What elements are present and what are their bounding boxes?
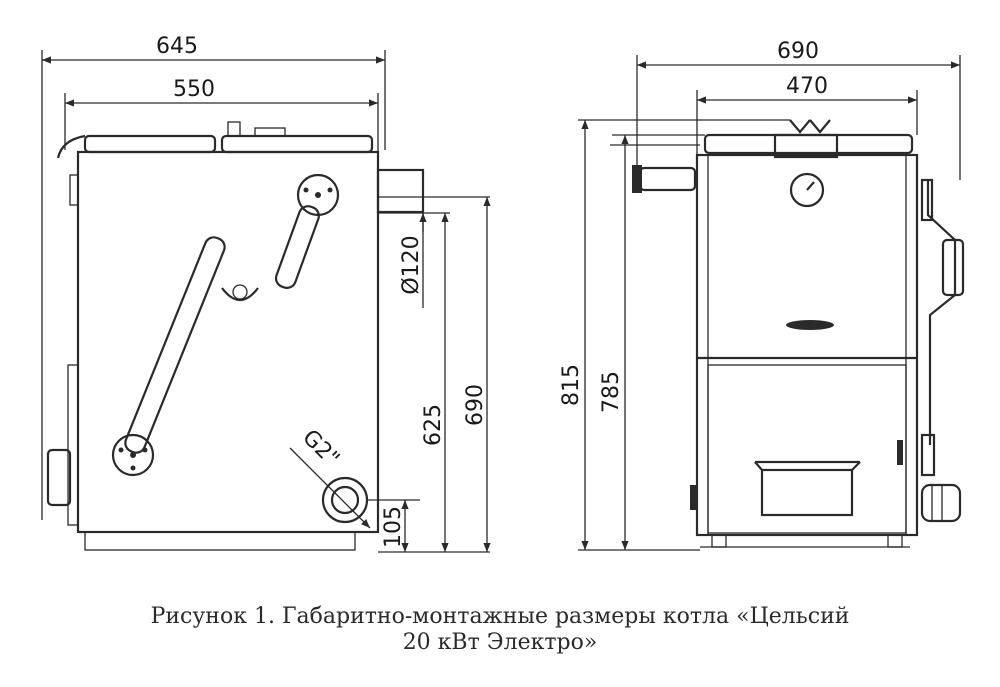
side-base bbox=[84, 531, 356, 551]
front-body bbox=[695, 153, 919, 537]
lid-knob bbox=[227, 121, 241, 137]
dim-550: 550 bbox=[173, 77, 215, 102]
dim-625: 625 bbox=[421, 404, 446, 446]
dim-105: 105 bbox=[381, 506, 406, 548]
boiler-drawing: 645 550 Ø120 625 690 105 G2" bbox=[41, 34, 965, 553]
dim-690-front: 690 bbox=[777, 39, 819, 64]
lid-right bbox=[220, 134, 374, 154]
side-view: 645 550 Ø120 625 690 105 G2" bbox=[41, 34, 491, 553]
lower-door bbox=[707, 364, 907, 534]
flue-pipe bbox=[376, 168, 425, 214]
lever-pivot-top bbox=[296, 173, 340, 217]
long-lever bbox=[124, 236, 226, 454]
lid-hinge bbox=[254, 127, 286, 137]
motor bbox=[920, 483, 962, 523]
front-lid bbox=[703, 133, 914, 155]
caption-line-1: Рисунок 1. Габаритно-монтажные размеры к… bbox=[150, 604, 850, 629]
dim-815: 815 bbox=[559, 364, 584, 406]
dim-785: 785 bbox=[599, 371, 624, 413]
inlet-valve bbox=[638, 166, 697, 192]
center-hook bbox=[221, 287, 259, 302]
wing-nut bbox=[789, 119, 831, 134]
front-lid-center bbox=[773, 133, 839, 159]
caption-line-2: 20 кВт Электро» bbox=[402, 630, 598, 655]
dim-470: 470 bbox=[786, 74, 828, 99]
front-view: 690 470 815 785 bbox=[559, 39, 965, 551]
short-lever bbox=[274, 205, 320, 289]
side-control-box bbox=[46, 448, 72, 507]
figure-caption: Рисунок 1. Габаритно-монтажные размеры к… bbox=[0, 604, 1000, 656]
side-rail bbox=[67, 364, 79, 526]
gauge-icon bbox=[789, 172, 825, 208]
side-latch-top bbox=[69, 174, 79, 206]
label-g2: G2" bbox=[297, 425, 344, 472]
dim-d120: Ø120 bbox=[399, 235, 424, 294]
outlet-g2 bbox=[321, 476, 369, 524]
top-handle bbox=[56, 134, 86, 159]
lid-left bbox=[83, 134, 217, 154]
ash-tray bbox=[760, 468, 854, 517]
dim-645: 645 bbox=[156, 34, 198, 59]
side-lever bbox=[926, 180, 957, 445]
dim-690-side: 690 bbox=[463, 384, 488, 426]
upper-handle bbox=[786, 320, 834, 330]
lever-pivot-bottom bbox=[111, 433, 155, 477]
